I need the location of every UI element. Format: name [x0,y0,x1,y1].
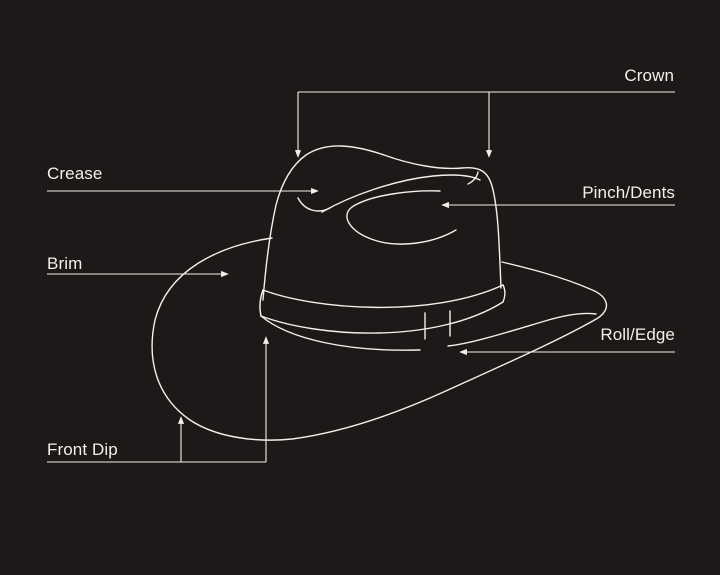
crown-label: Crown [624,66,674,85]
crown-outline [262,145,502,301]
brim-label: Brim [47,254,83,273]
crease-label: Crease [47,164,103,183]
crown-crease-tip [467,171,479,185]
roll-edge-label: Roll/Edge [600,325,675,344]
brim-outline [151,237,608,441]
pinch-dent [346,190,457,245]
crown-front-crease [297,197,331,212]
band-top [262,284,504,309]
leader-lines [47,91,675,463]
brim-inner-edge [447,312,597,347]
band-bottom [260,301,504,334]
band-right-edge [502,284,506,303]
pinch-dents-label: Pinch/Dents [582,183,675,202]
crown-base [260,315,421,351]
hat-outline [151,145,608,441]
front-dip-label: Front Dip [47,440,118,459]
crown-top-crease [321,174,481,213]
band-left-edge [259,289,264,317]
